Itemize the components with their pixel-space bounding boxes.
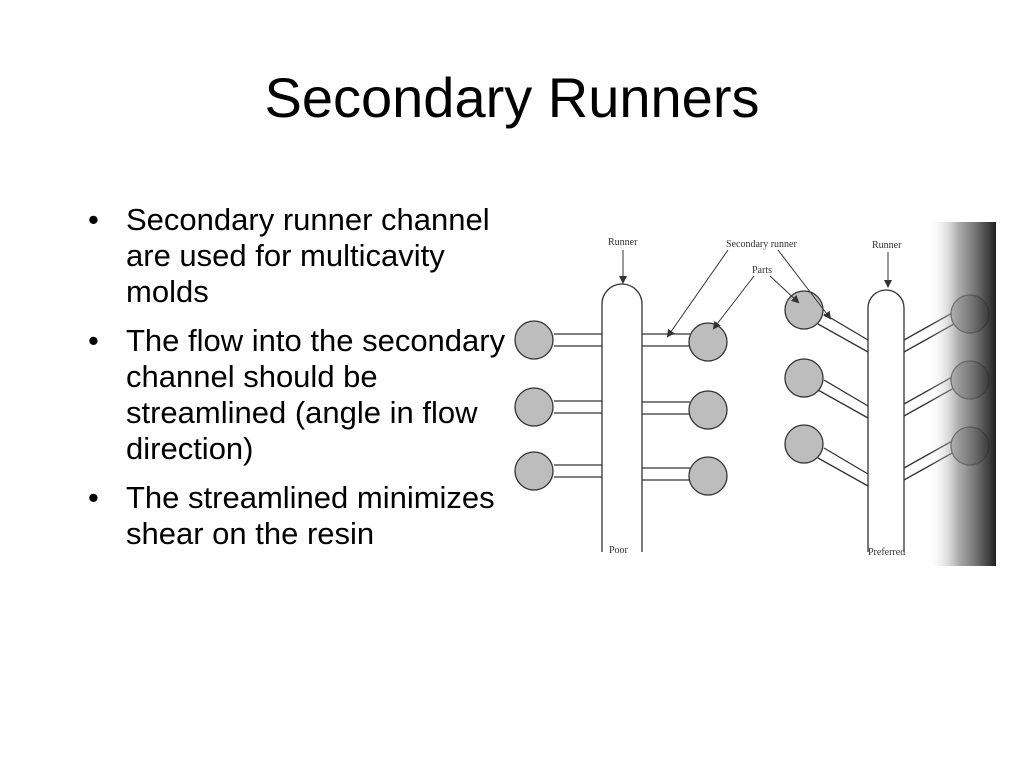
- part-circle: [688, 390, 728, 430]
- angled-branch-left-1: [817, 313, 869, 353]
- branch-left-3: [554, 464, 602, 478]
- part-circle: [784, 358, 824, 398]
- leader-arrows: [619, 249, 892, 338]
- bullet-dot-icon: •: [88, 323, 99, 358]
- main-runner-right: [867, 289, 905, 552]
- label-secondary-runner: Secondary runner: [726, 239, 797, 250]
- branch-right-1: [642, 333, 690, 347]
- label-preferred: Preferred: [868, 547, 905, 558]
- bullet-text: The streamlined minimizes shear on the r…: [126, 480, 495, 551]
- slide-title: Secondary Runners: [264, 66, 760, 129]
- branch-left-1: [554, 333, 602, 347]
- bullet-item: • Secondary runner channel are used for …: [88, 202, 508, 310]
- arrow-secondary-left: [666, 249, 729, 338]
- bullet-item: • The flow into the secondary channel sh…: [88, 323, 508, 467]
- part-circle: [514, 320, 554, 360]
- bullet-list: • Secondary runner channel are used for …: [88, 202, 508, 565]
- runner-diagram-figure: Runner Secondary runner Parts Runner Poo…: [508, 222, 996, 566]
- scan-edge-shadow: [928, 222, 996, 566]
- branch-left-2: [554, 400, 602, 414]
- branch-right-3: [642, 467, 690, 481]
- poor-parts: [514, 320, 728, 496]
- part-circle: [688, 456, 728, 496]
- label-poor: Poor: [609, 545, 629, 556]
- arrow-secondary-right: [777, 249, 832, 320]
- label-parts: Parts: [752, 265, 772, 276]
- bullet-dot-icon: •: [88, 480, 99, 515]
- label-runner-left: Runner: [608, 237, 638, 248]
- bullet-text: Secondary runner channel are used for mu…: [126, 202, 490, 309]
- main-runner-left: [601, 283, 643, 552]
- angled-branch-left-3: [817, 447, 869, 487]
- part-circle: [784, 290, 824, 330]
- bullet-item: • The streamlined minimizes shear on the…: [88, 480, 508, 552]
- bullet-text: The flow into the secondary channel shou…: [126, 323, 506, 466]
- angled-branch-left-2: [817, 379, 869, 419]
- part-circle: [688, 322, 728, 362]
- arrow-parts-right: [769, 275, 800, 304]
- bullet-dot-icon: •: [88, 202, 99, 237]
- arrow-parts-left: [712, 275, 755, 330]
- runner-diagram: Runner Secondary runner Parts Runner Poo…: [514, 222, 996, 566]
- branch-right-2: [642, 401, 690, 415]
- poor-layout: [554, 283, 690, 552]
- part-circle: [514, 387, 554, 427]
- label-runner-right: Runner: [872, 240, 902, 251]
- part-circle: [514, 451, 554, 491]
- part-circle: [784, 424, 824, 464]
